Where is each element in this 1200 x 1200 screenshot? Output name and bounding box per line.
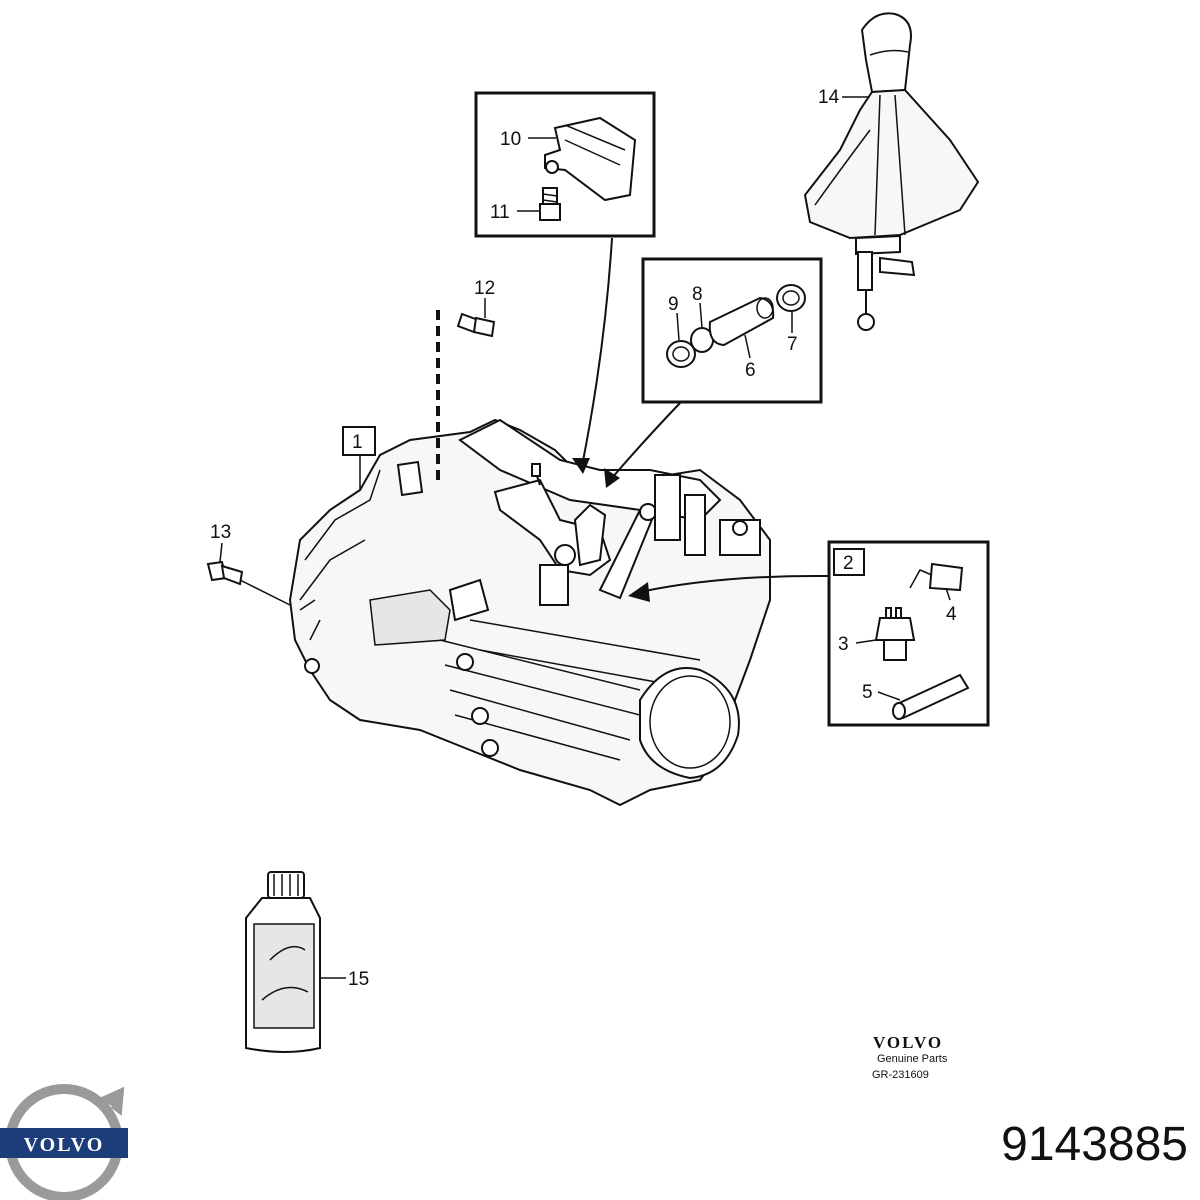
part-number: 9143885: [1001, 1118, 1188, 1171]
callout-4: 4: [946, 604, 957, 625]
bolt-12-illustration: [456, 312, 496, 338]
bracket-illustration: [544, 116, 637, 202]
callout-10: 10: [500, 129, 521, 150]
callout-8: 8: [692, 284, 703, 305]
leader-6: [744, 334, 751, 359]
connector-4-illustration: [909, 562, 964, 592]
gearbox-illustration: [288, 418, 771, 807]
leader-13b: [239, 579, 291, 606]
fuse-5-illustration: [892, 673, 970, 720]
callout-7: 7: [787, 334, 798, 355]
leader-13: [219, 542, 223, 563]
leader-8: [699, 302, 703, 329]
callout-13: 13: [210, 522, 231, 543]
bolt-13-illustration: [206, 560, 244, 586]
callout-6: 6: [745, 360, 756, 381]
callout-14: 14: [818, 87, 840, 108]
leader-5: [877, 691, 901, 701]
callout-box-1: [342, 426, 376, 456]
callout-box-2: [833, 548, 865, 576]
bolt-11-illustration: [539, 187, 561, 221]
arrow-seal: [611, 402, 681, 479]
callout-3: 3: [838, 634, 849, 655]
arrow-switch: [639, 574, 829, 593]
logo-text: VOLVO: [24, 1134, 105, 1156]
callout-11: 11: [490, 202, 510, 223]
leader-9: [676, 312, 680, 341]
arrow-head-switch: [628, 582, 650, 602]
callout-2: 2: [843, 553, 854, 574]
seal-kit-illustration: [666, 284, 806, 368]
callout-15: 15: [348, 969, 369, 990]
callout-12: 12: [474, 278, 495, 299]
oil-bottle-illustration: [245, 871, 321, 1053]
callout-1: 1: [352, 432, 363, 453]
drawing-reference: GR-231609: [872, 1069, 929, 1081]
callout-5: 5: [862, 682, 873, 703]
volvo-logo: VOLVO: [0, 1084, 128, 1200]
brand-tagline: Genuine Parts: [877, 1053, 948, 1065]
leader-3: [855, 639, 877, 644]
arrow-head-bracket: [572, 458, 590, 474]
arrow-head-seal: [604, 468, 620, 488]
arrow-bracket: [581, 237, 613, 467]
switch-3-illustration: [874, 607, 916, 661]
brand-wordmark: VOLVO: [873, 1033, 943, 1052]
callout-9: 9: [668, 294, 679, 315]
gear-lever-illustration: [803, 12, 980, 331]
leader-4: [945, 587, 951, 601]
